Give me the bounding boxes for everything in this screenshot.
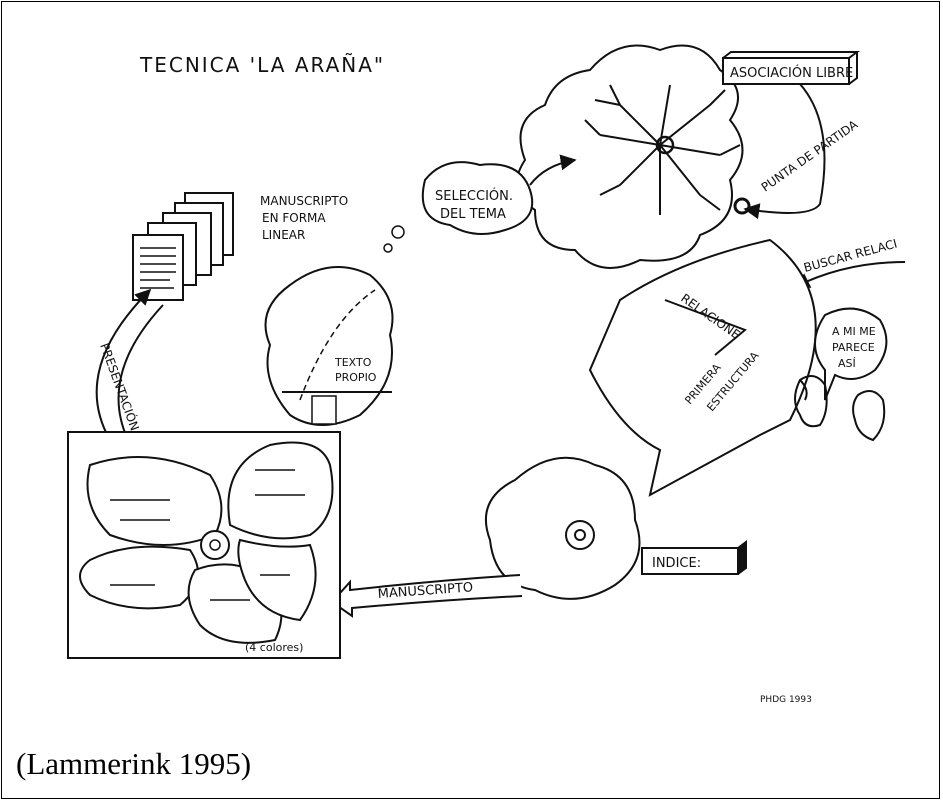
seleccion-arrow (530, 160, 575, 185)
manuscrito-linear-label-2: EN FORMA (262, 211, 326, 225)
a-mi-label: A MI ME (832, 325, 876, 338)
seleccion-tema-bubble: SELECCIÓN. DEL TEMA (384, 162, 532, 252)
buscar-label: BUSCAR RELACI (802, 236, 899, 274)
figure-caption: (Lammerink 1995) (16, 746, 251, 782)
texto-propio-bubble: TEXTO PROPIO (266, 267, 393, 425)
manuscrito-arrow: MANUSCRIPTO (332, 575, 522, 616)
brainstorm-cloud (517, 46, 743, 269)
artist-signature: PHDG 1993 (760, 695, 812, 705)
manuscrito-linear-label-3: LINEAR (262, 228, 305, 242)
linear-manuscript-pages (133, 193, 233, 300)
indice-label: INDICE: (652, 556, 701, 571)
propio-label: PROPIO (335, 371, 377, 384)
faces-icon (795, 376, 884, 440)
colores-label: (4 colores) (245, 641, 303, 654)
punta-de-partida-label: PUNTA DE PARTIDA (759, 117, 861, 194)
asi-label: ASÍ (838, 357, 856, 370)
asociacion-libre-box: ASOCIACIÓN LIBRE (723, 52, 857, 84)
texto-label: TEXTO (334, 356, 372, 369)
parece-label: PARECE (832, 341, 875, 354)
manuscrito-linear-label-1: MANUSCRIPTO (260, 194, 348, 208)
restructure-arrow: RELACIONE PRIMERA ESTRUCTURA (590, 240, 816, 495)
indice-box: INDICE: (642, 542, 746, 574)
starting-point-dot (735, 199, 749, 213)
del-tema-label: DEL TEMA (440, 207, 506, 222)
seleccion-label: SELECCIÓN. (435, 188, 513, 204)
asociacion-libre-label: ASOCIACIÓN LIBRE (730, 65, 853, 81)
spider-map-box: (4 colores) (68, 432, 340, 658)
diagram-title: TECNICA 'LA ARAÑA" (139, 53, 385, 77)
presentacion-arrow: PRESENTACIÓN (97, 290, 163, 440)
